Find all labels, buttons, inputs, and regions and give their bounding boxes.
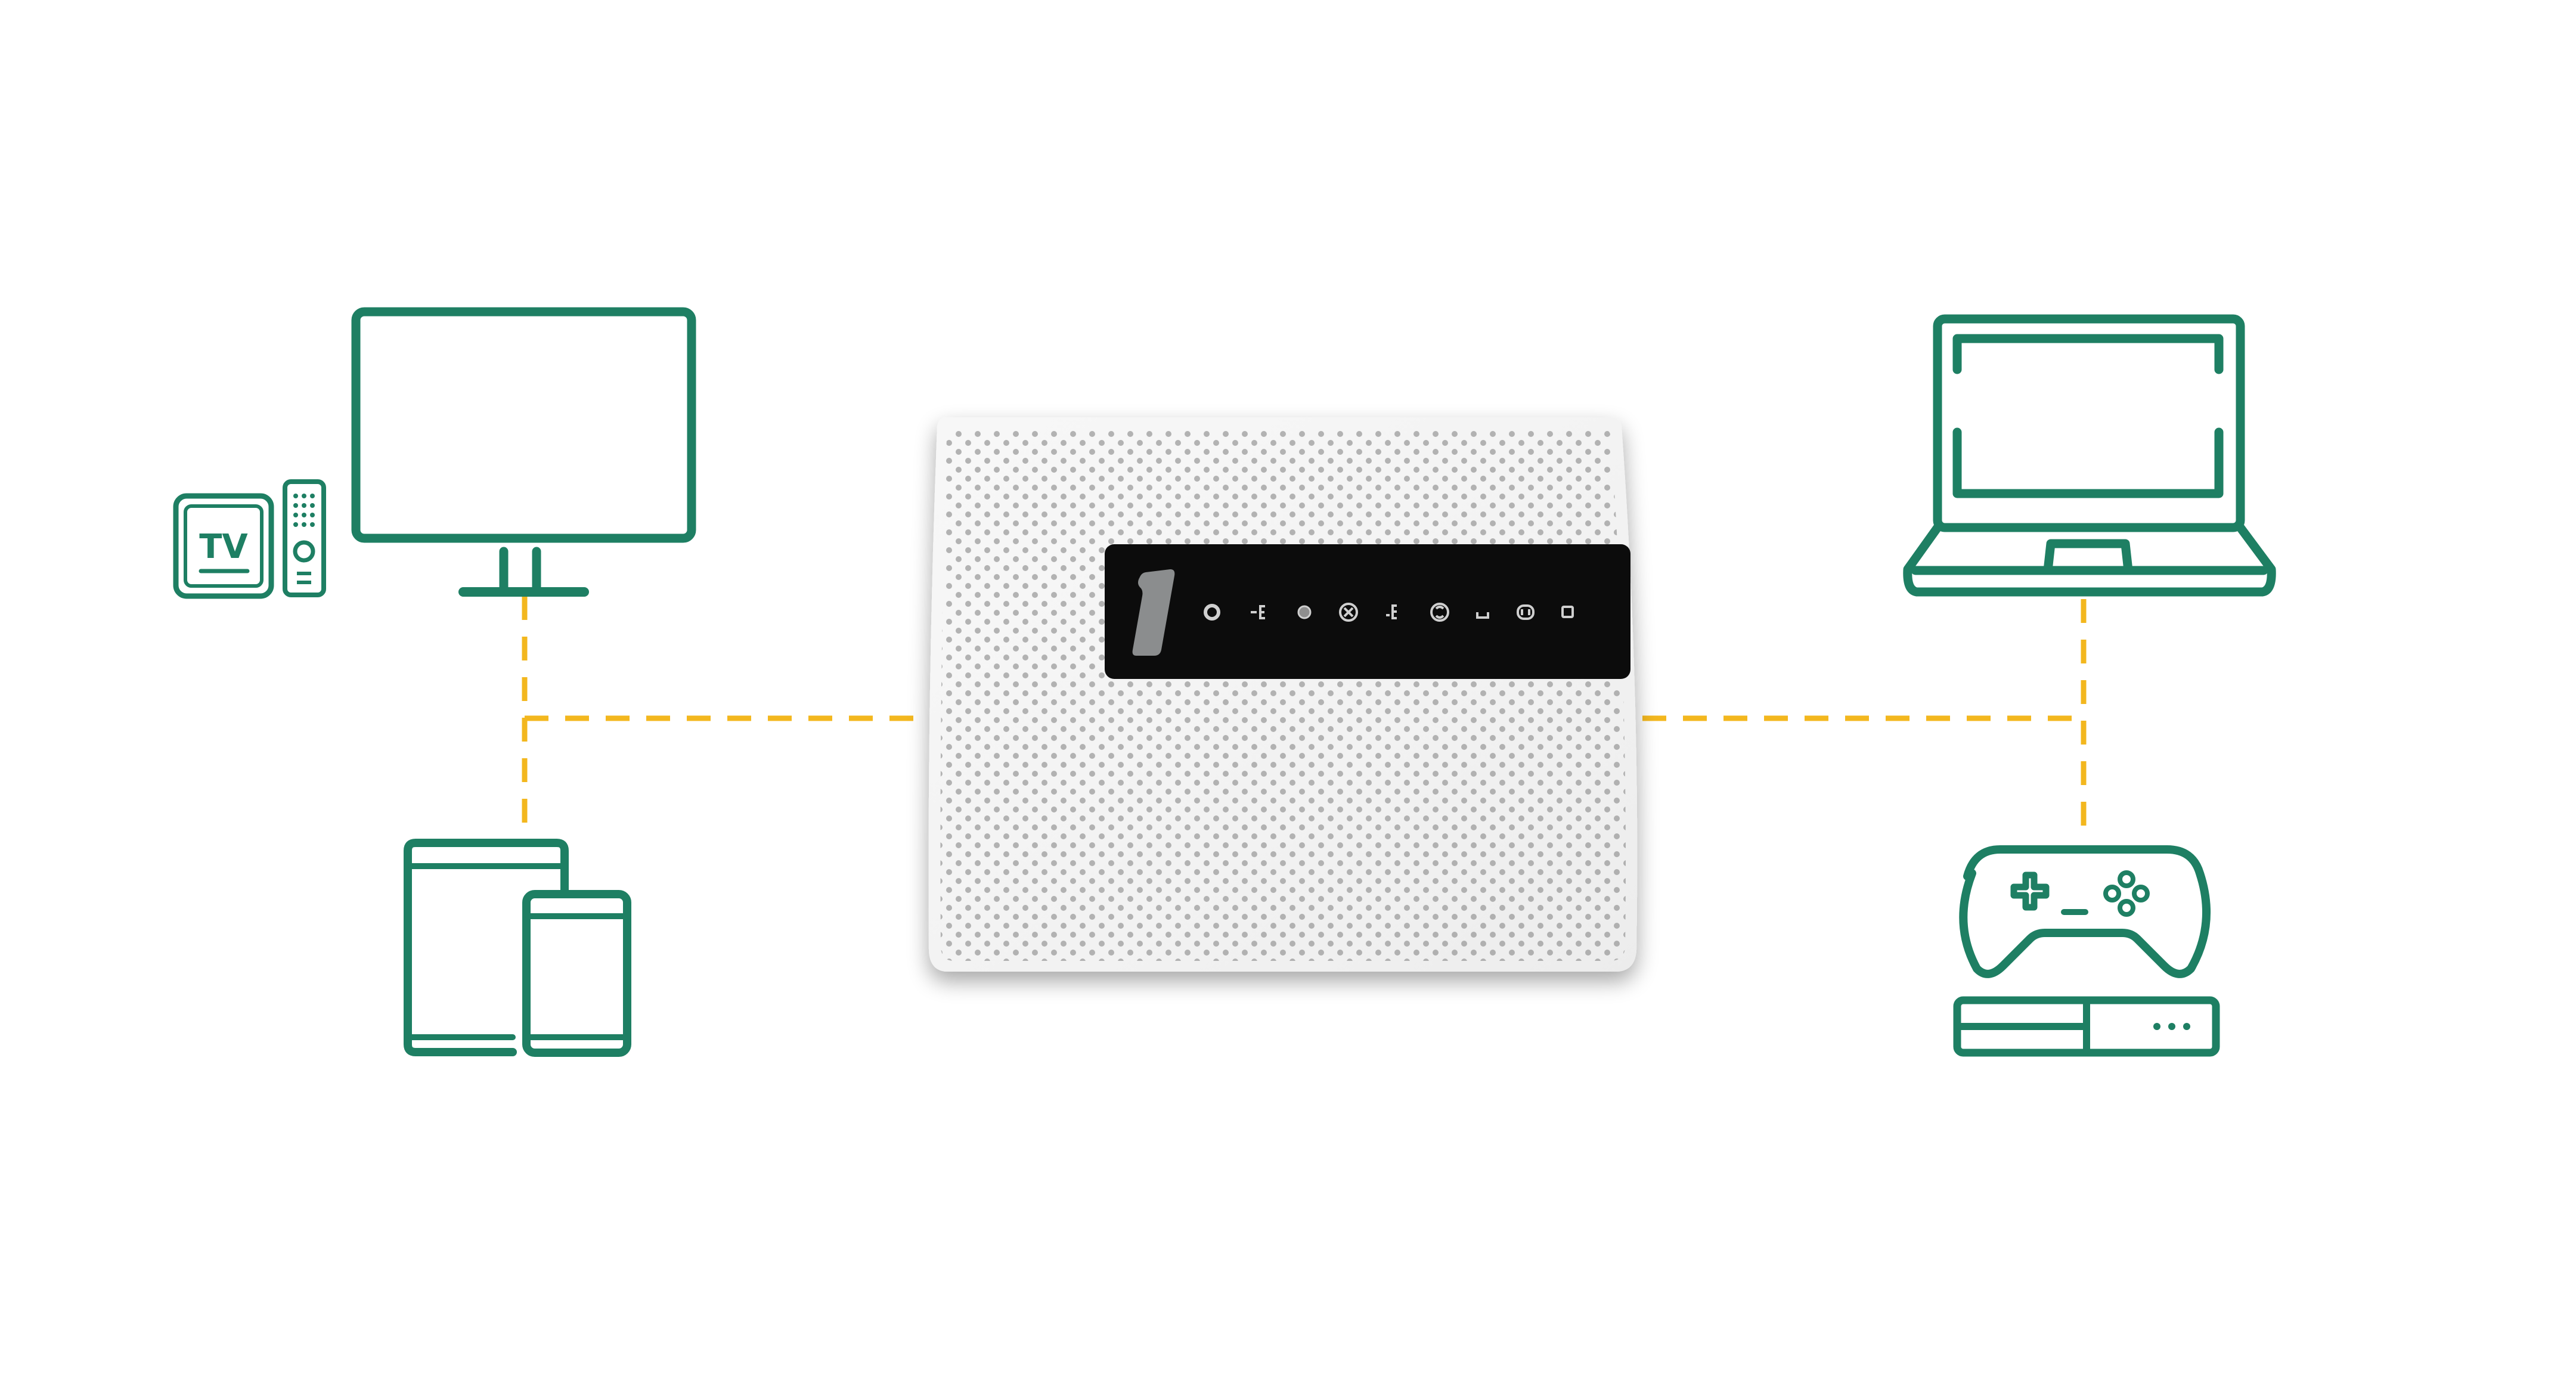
router-body-shade bbox=[928, 417, 1638, 972]
connection-lines bbox=[522, 596, 2087, 846]
wifi-led bbox=[1339, 603, 1358, 622]
ethernet-led bbox=[1386, 604, 1397, 619]
tv-box-label: TV bbox=[199, 528, 248, 566]
router-device bbox=[928, 417, 1638, 972]
status-led bbox=[1561, 606, 1574, 618]
usb-led bbox=[1476, 612, 1489, 619]
remote-control-icon bbox=[283, 479, 326, 597]
router-logo bbox=[1132, 569, 1175, 656]
power-led bbox=[1204, 604, 1220, 621]
laptop-icon bbox=[1903, 314, 2276, 597]
wan-led bbox=[1251, 605, 1265, 619]
tablet-and-phone-icon bbox=[404, 839, 631, 1057]
internet-led bbox=[1297, 605, 1312, 619]
router-control-panel bbox=[1105, 544, 1630, 679]
tv-monitor-icon bbox=[351, 307, 696, 597]
phone-led bbox=[1517, 604, 1535, 620]
gamepad-icon bbox=[1959, 845, 2211, 978]
wps-led bbox=[1430, 603, 1449, 622]
tv-box-icon bbox=[173, 493, 274, 599]
game-console-icon bbox=[1953, 996, 2220, 1057]
router-leds bbox=[1204, 603, 1574, 622]
